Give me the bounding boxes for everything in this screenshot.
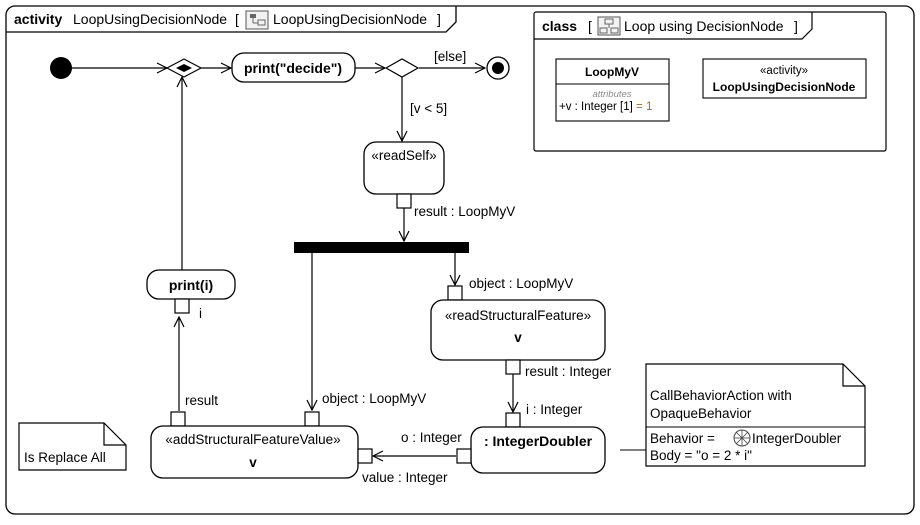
note-is-replace-all: Is Replace All <box>18 422 127 471</box>
call-behavior-title-line1: CallBehaviorAction with <box>650 388 792 403</box>
else-guard: [else] <box>434 49 466 64</box>
pin-add-sf-result <box>170 411 186 427</box>
v-lt-5-guard: [v < 5] <box>410 101 447 116</box>
class-name: LoopMyV <box>585 65 639 79</box>
attribute-v: +v : Integer [1] = 1 <box>559 101 652 113</box>
pin-read-sf-result <box>505 359 521 375</box>
object-loopmyv-bottom-label: object : LoopMyV <box>322 391 426 406</box>
result-loopmyv-label: result : LoopMyV <box>414 204 515 219</box>
pin-read-sf-object <box>447 285 463 301</box>
read-self-stereotype: «readSelf» <box>371 148 436 163</box>
read-sf-stereotype: «readStructuralFeature» <box>445 308 591 323</box>
note-call-behavior-action: CallBehaviorAction with OpaqueBehavior B… <box>645 363 866 467</box>
class-frame: class [ Loop using DecisionNode ] LoopMy… <box>533 11 887 152</box>
pin-add-sf-value <box>357 448 373 464</box>
integer-doubler-label: : IntegerDoubler <box>484 433 593 449</box>
opaque-behavior-icon <box>733 429 751 447</box>
result-integer-label: result : Integer <box>525 364 612 379</box>
action-add-structural-feature-value: «addStructuralFeatureValue» v <box>150 411 373 479</box>
i-pin-label: i <box>199 306 202 321</box>
frame-diagram-name: LoopUsingDecisionNode <box>273 11 427 27</box>
action-read-self: «readSelf» <box>363 141 445 209</box>
pin-doubler-o <box>456 448 472 464</box>
frame-bracket-open: [ <box>235 11 239 27</box>
activity-box-name: LoopUsingDecisionNode <box>713 80 856 94</box>
activity-box-loopusingdecisionnode: «activity» LoopUsingDecisionNode <box>702 58 867 99</box>
add-sf-feature: v <box>249 455 257 470</box>
behavior-prefix: Behavior = <box>650 431 715 446</box>
add-sf-stereotype: «addStructuralFeatureValue» <box>165 432 340 447</box>
class-frame-diagram-name: Loop using DecisionNode <box>624 18 784 34</box>
is-replace-all-text: Is Replace All <box>24 450 106 465</box>
merge-node <box>165 58 203 78</box>
pin-doubler-i <box>505 412 521 428</box>
behavior-name: IntegerDoubler <box>752 431 842 446</box>
class-frame-bracket-open: [ <box>588 18 592 34</box>
body-text: Body = "o = 2 * i" <box>650 448 752 463</box>
class-box-loopmyv: LoopMyV attributes +v : Integer [1] = 1 <box>555 58 670 122</box>
action-read-structural-feature: «readStructuralFeature» v <box>430 285 606 375</box>
result-pin-label: result <box>185 393 218 408</box>
read-sf-feature: v <box>514 330 522 345</box>
class-frame-bracket-close: ] <box>794 18 798 34</box>
o-integer-label: o : Integer <box>401 430 462 445</box>
activity-final-node <box>486 56 510 80</box>
pin-read-self-result <box>396 193 412 209</box>
action-print-decide: print("decide") <box>231 52 356 83</box>
frame-bracket-close: ] <box>437 11 441 27</box>
fork-node <box>294 242 469 253</box>
class-frame-keyword: class <box>542 18 577 34</box>
decision-node <box>384 58 420 78</box>
action-print-i: print(i) <box>146 269 236 314</box>
pin-add-sf-object <box>304 411 320 427</box>
control-flows <box>72 68 513 456</box>
frame-activity-name: LoopUsingDecisionNode <box>73 11 227 27</box>
call-behavior-title-line2: OpaqueBehavior <box>650 406 752 421</box>
activity-frame: activity LoopUsingDecisionNode [ LoopUsi… <box>5 5 915 515</box>
pin-print-i-input <box>174 298 190 314</box>
initial-node <box>50 57 72 79</box>
activity-box-stereotype: «activity» <box>760 65 808 77</box>
attributes-compartment-label: attributes <box>592 89 631 100</box>
class-diagram-icon <box>597 16 621 36</box>
value-integer-label: value : Integer <box>362 470 448 485</box>
object-loopmyv-top-label: object : LoopMyV <box>469 276 573 291</box>
frame-keyword: activity <box>14 11 62 27</box>
print-i-label: print(i) <box>169 277 213 293</box>
activity-diagram-icon <box>245 10 269 30</box>
print-decide-label: print("decide") <box>244 60 342 76</box>
i-integer-label: i : Integer <box>526 402 583 417</box>
action-integer-doubler: : IntegerDoubler <box>456 412 606 474</box>
